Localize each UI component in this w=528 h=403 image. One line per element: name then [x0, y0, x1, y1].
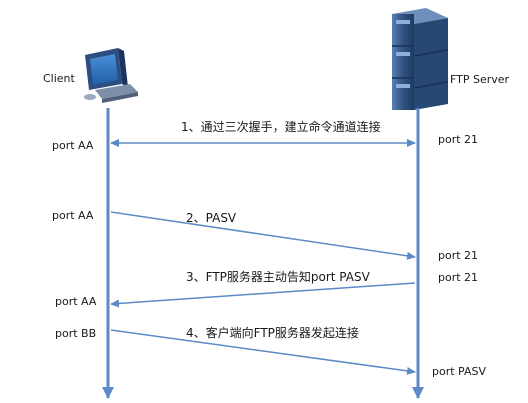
server-port-label: port 21 [438, 249, 479, 262]
client-label: Client [43, 72, 75, 85]
client-port-label: port AA [55, 295, 97, 308]
message-3-label: 3、FTP服务器主动告知port PASV [186, 270, 370, 284]
message-3-arrow [110, 282, 416, 308]
server-port-label: port 21 [438, 271, 479, 284]
server-label: FTP Server [450, 73, 510, 86]
client-port-label: port AA [52, 209, 94, 222]
message-2-arrow [110, 211, 416, 260]
server-port-label: port 21 [438, 133, 479, 146]
computer-icon [84, 48, 138, 103]
message-1-label: 1、通过三次握手，建立命令通道连接 [181, 120, 381, 134]
server-icon [392, 8, 449, 110]
message-2-label: 2、PASV [186, 211, 237, 225]
message-4-arrow [110, 329, 416, 375]
message-4-label: 4、客户端向FTP服务器发起连接 [186, 326, 359, 340]
client-port-label: port BB [55, 327, 97, 340]
server-port-label: port PASV [432, 365, 487, 378]
client-port-label: port AA [52, 139, 94, 152]
